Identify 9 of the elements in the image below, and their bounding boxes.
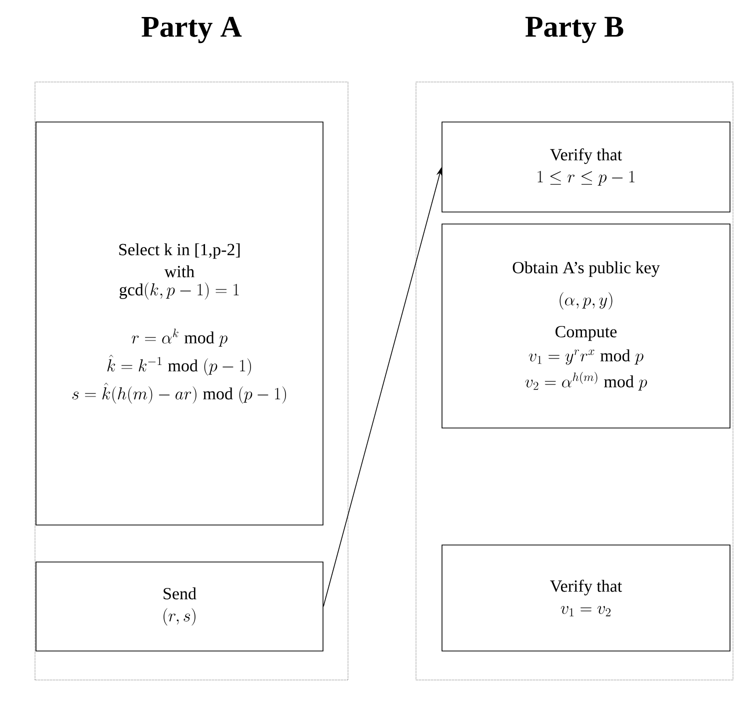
party-panel: [34, 16, 348, 680]
panel-heading: Party A: [142, 16, 242, 44]
process-box: Send $(r, s)$: [36, 562, 324, 652]
process-box: Verify that $v_1 = v_2$: [442, 544, 730, 652]
process-box: Obtain A’s public key $(\alpha, p, y)$ Compute $v_1 = y^{r} r^{x} \bmod p$ $v_2 = \alpha^{h(m)} \bmod p$: [442, 224, 730, 428]
party-panel: [416, 16, 734, 680]
process-box: Select k in [1,p-2] with $\gcd(k, p-1)=1$ $r=\alpha^{k} \bmod p$ $\hat{k}=k^{-1} \bmod (p-1)$ $s=\hat{k}\bigl(h(m)-ar\bigr) \bmod (p-1)$: [36, 122, 324, 526]
process-box: Verify that $1\le r\le p-1$: [442, 122, 730, 212]
panel-heading: Party B: [525, 16, 624, 44]
